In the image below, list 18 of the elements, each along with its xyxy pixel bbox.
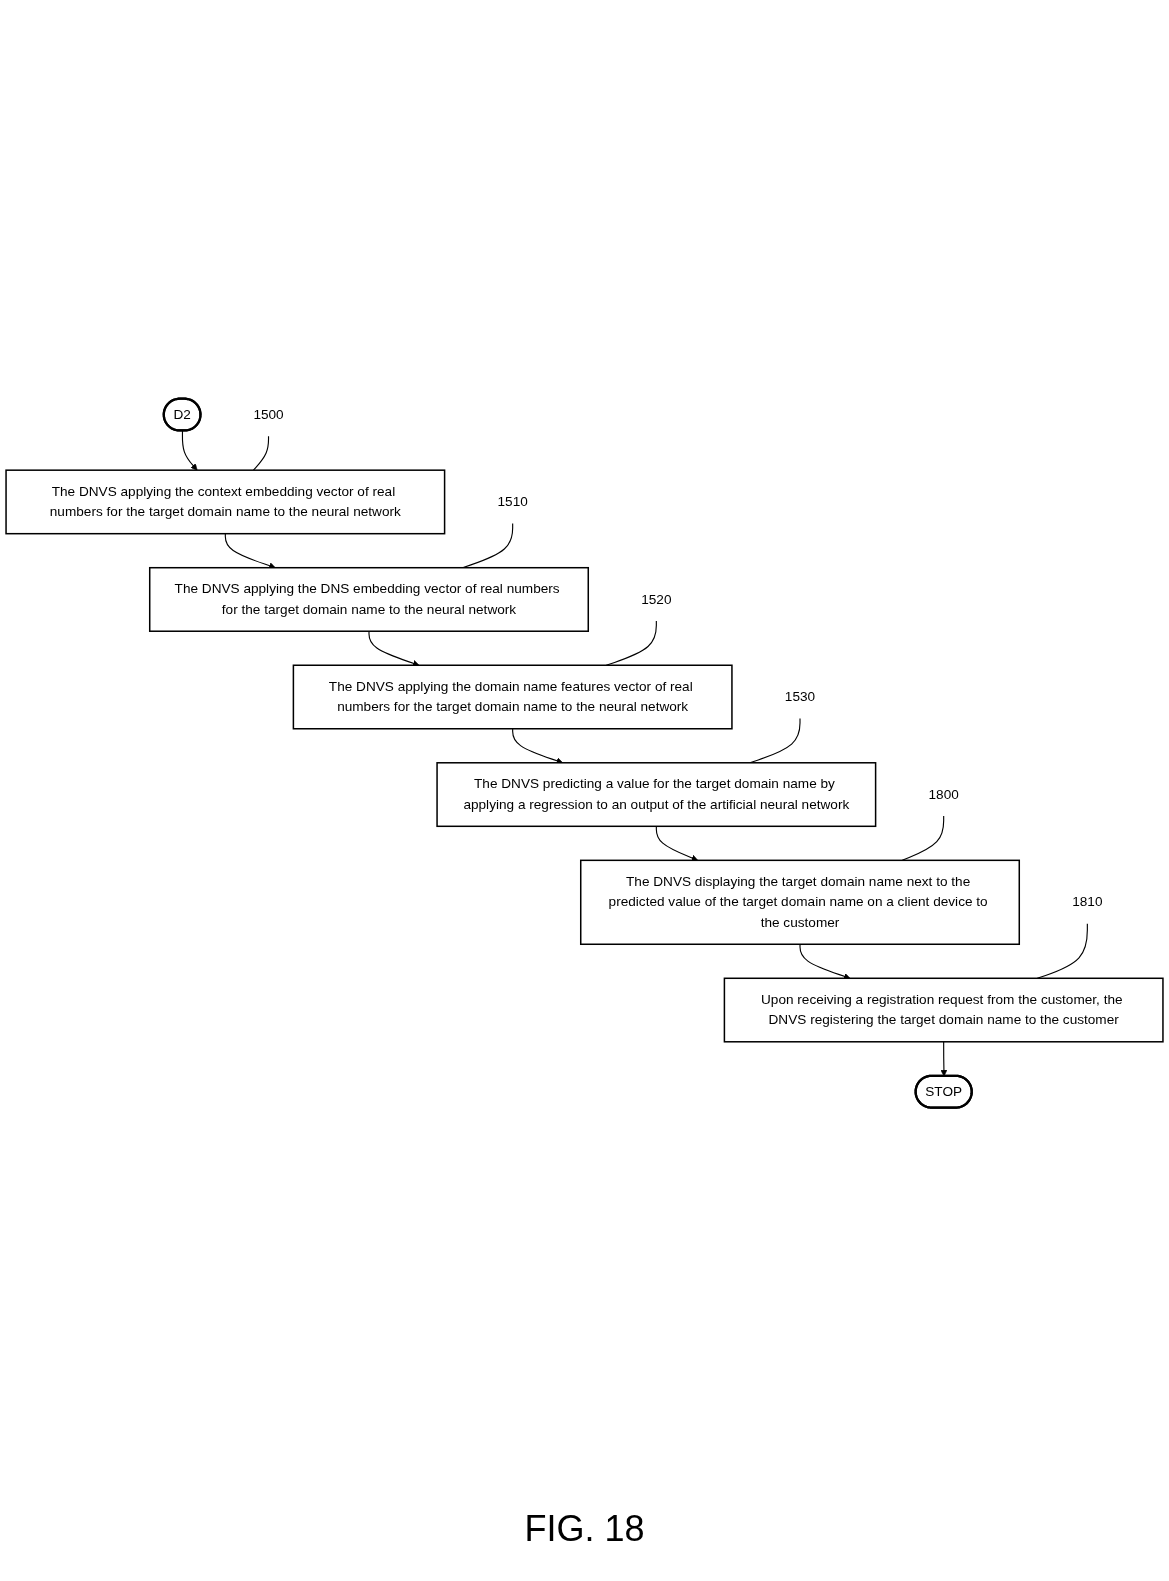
arrow bbox=[512, 727, 564, 764]
node-text: 1530 bbox=[784, 688, 816, 704]
node-text: 1810 bbox=[1072, 894, 1103, 910]
node-box: The DNVS displaying the target domain name next to the predicted value of the target domain name on a client device to the customer bbox=[579, 859, 1021, 945]
node-text: 1510 bbox=[497, 493, 528, 509]
connector bbox=[252, 435, 270, 471]
node-text: 1500 bbox=[253, 406, 284, 422]
node-box: The DNVS applying the context embedding vector of real numbers for the target domain name to the neural network bbox=[5, 469, 446, 535]
node-box: The DNVS applying the DNS embedding vector of real numbers for the target domain name to the neural network bbox=[148, 566, 590, 632]
arrow bbox=[655, 825, 699, 861]
connector bbox=[901, 815, 945, 861]
node-box: Upon receiving a registration request from the customer, the DNVS registering the target domain name to the customer bbox=[723, 977, 1164, 1043]
figure-caption: FIG. 18 bbox=[523, 1508, 646, 1550]
node-box: The DNVS applying the domain name features vector of real numbers for the target domain name to the neural network bbox=[292, 664, 733, 730]
arrow bbox=[224, 532, 276, 569]
node-text: 1520 bbox=[641, 591, 672, 607]
node-text: 1800 bbox=[928, 786, 959, 802]
node-box: The DNVS predicting a value for the target domain name by applying a regression to an output of the artificial neural network bbox=[436, 761, 877, 827]
